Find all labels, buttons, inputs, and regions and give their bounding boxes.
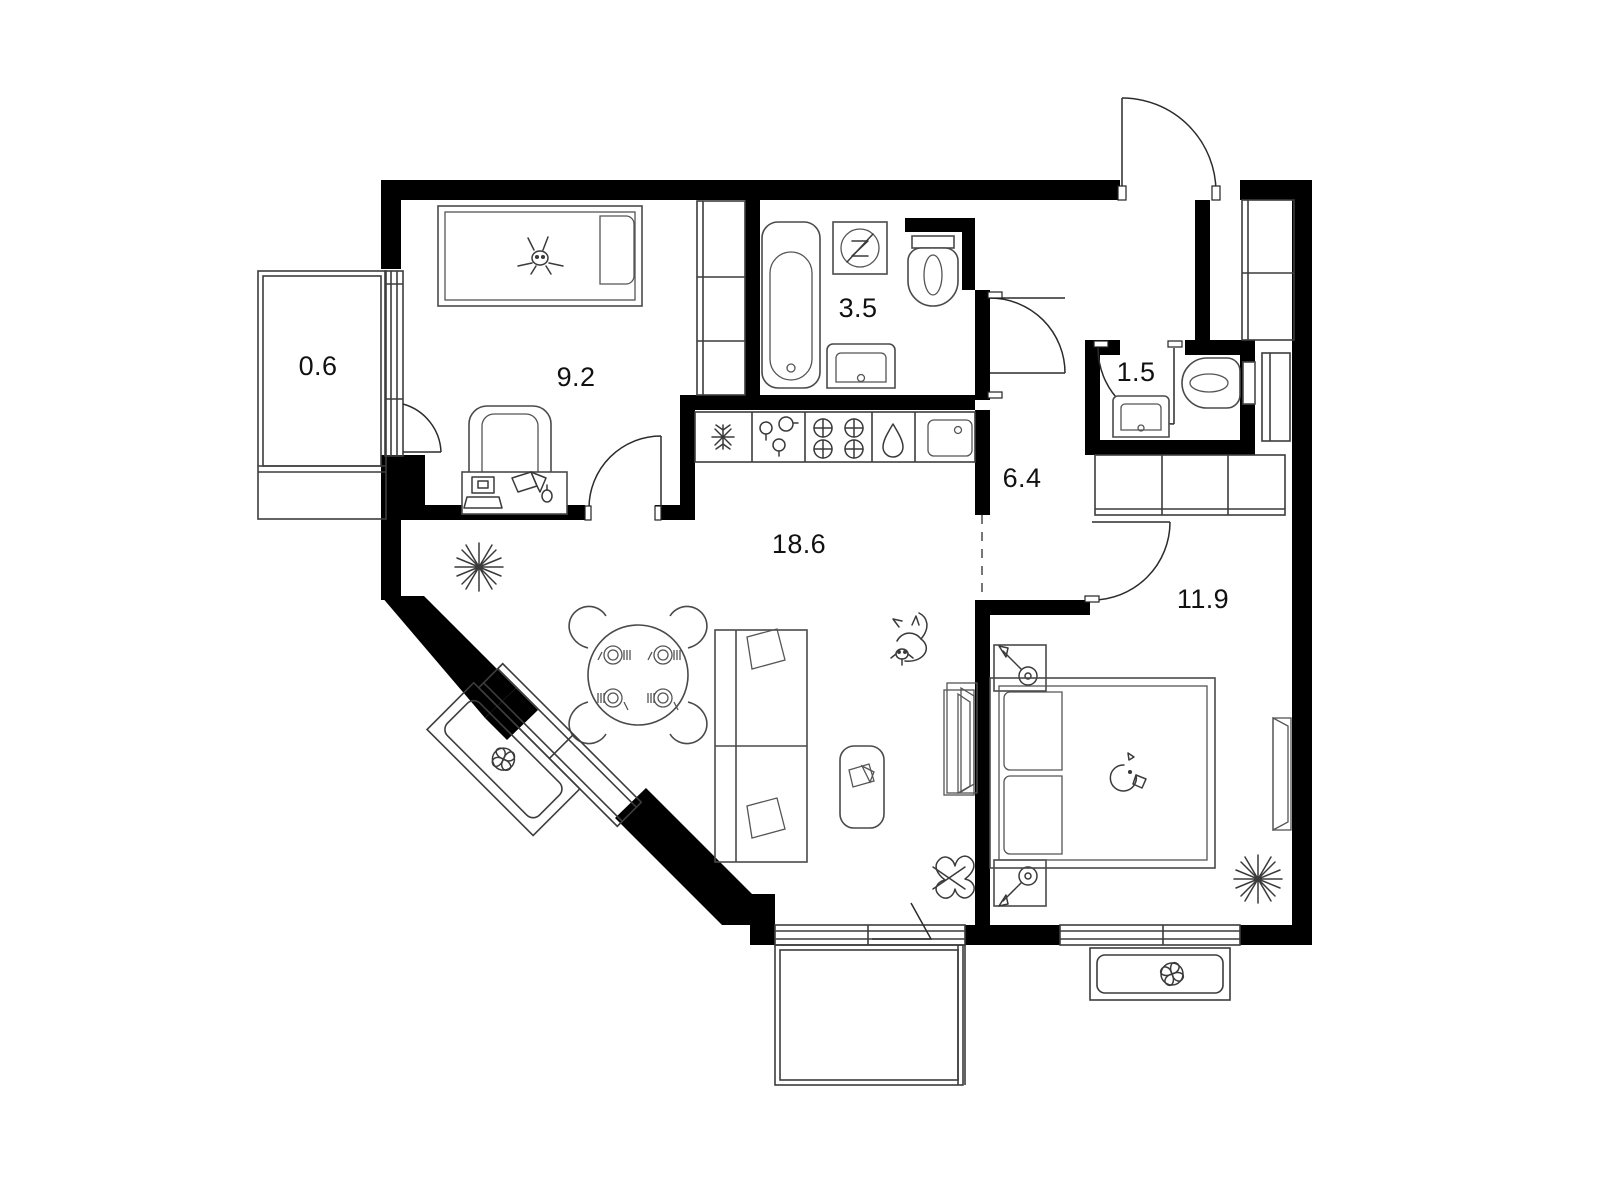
wc-fixtures bbox=[1112, 357, 1256, 438]
diagonal-window-and-ac bbox=[425, 662, 643, 837]
right-window-upper bbox=[1261, 352, 1291, 442]
washbasin-icon bbox=[826, 343, 896, 389]
mouse-icon bbox=[541, 484, 553, 503]
kitchen-counter bbox=[694, 411, 976, 463]
washing-machine-icon bbox=[832, 221, 888, 275]
area-label-bathroom: 3.5 bbox=[839, 293, 878, 323]
main-bedroom-furniture bbox=[946, 521, 1292, 907]
structural-walls bbox=[381, 180, 1312, 945]
wc-washbasin-icon bbox=[1112, 395, 1170, 438]
child-bedroom-furniture bbox=[437, 205, 643, 515]
bathroom-fixtures bbox=[761, 221, 959, 389]
bottom-window-bedroom bbox=[1059, 924, 1241, 946]
water-drop-icon bbox=[882, 423, 904, 458]
area-label-wc: 1.5 bbox=[1117, 357, 1156, 387]
wardrobe-bedroom bbox=[946, 682, 978, 794]
sink-icon bbox=[927, 419, 973, 457]
toilet-icon bbox=[907, 235, 959, 307]
bathtub-icon bbox=[761, 221, 821, 389]
ac-fan-icon bbox=[491, 747, 516, 771]
plant-icon-2 bbox=[932, 855, 975, 899]
area-labels: 0.6 9.2 3.5 1.5 6.4 18.6 11.9 bbox=[299, 293, 1229, 614]
balcony-left bbox=[257, 270, 387, 520]
door-child-bedroom[interactable] bbox=[584, 435, 662, 521]
nightstand-top bbox=[993, 644, 1047, 692]
hall-storage bbox=[1094, 199, 1295, 516]
area-label-living-kitchen: 18.6 bbox=[772, 529, 826, 559]
rabbit-toy-icon bbox=[517, 236, 564, 275]
area-label-child-bedroom: 9.2 bbox=[557, 362, 596, 392]
double-bed-icon bbox=[989, 677, 1216, 869]
laptop-icon bbox=[463, 476, 503, 509]
area-label-main-bedroom: 11.9 bbox=[1177, 584, 1229, 614]
wardrobe-child bbox=[696, 200, 746, 396]
area-label-hall: 6.4 bbox=[1003, 463, 1042, 493]
dining-set-icon bbox=[568, 605, 708, 745]
entrance-door[interactable] bbox=[1117, 97, 1221, 201]
door-main-bedroom[interactable] bbox=[1084, 521, 1171, 603]
tv-icon bbox=[943, 689, 975, 796]
wardrobe-bedroom-right bbox=[1272, 716, 1292, 832]
plant-icon-3 bbox=[1233, 854, 1283, 904]
nightstand-bottom bbox=[993, 859, 1047, 907]
lamp-icon-2 bbox=[998, 866, 1038, 907]
door-bathroom[interactable] bbox=[987, 291, 1066, 399]
plant-icon bbox=[454, 542, 504, 592]
partition-walls bbox=[425, 200, 1255, 925]
balcony-door-left[interactable] bbox=[384, 270, 442, 457]
balcony-door-bottom[interactable] bbox=[872, 902, 933, 940]
living-room-furniture bbox=[454, 542, 975, 899]
dishes-icon bbox=[759, 416, 799, 457]
lamp-icon bbox=[998, 645, 1038, 686]
cat-sleeping-icon bbox=[1109, 752, 1147, 792]
refrigerator-icon bbox=[711, 424, 735, 450]
bottom-window-living bbox=[774, 924, 966, 946]
cat-icon bbox=[890, 612, 928, 666]
balcony-lower bbox=[774, 944, 966, 1086]
armchair-icon bbox=[468, 405, 552, 475]
area-label-balcony-left: 0.6 bbox=[299, 351, 338, 381]
ac-unit-bedroom bbox=[1089, 947, 1231, 1001]
wc-toilet-icon bbox=[1181, 357, 1256, 409]
cooktop-icon bbox=[813, 418, 864, 459]
ac-fan-icon-2 bbox=[1159, 961, 1185, 987]
books-icon bbox=[511, 471, 547, 493]
coffee-table-icon bbox=[839, 745, 885, 829]
sofa-icon bbox=[714, 628, 808, 863]
